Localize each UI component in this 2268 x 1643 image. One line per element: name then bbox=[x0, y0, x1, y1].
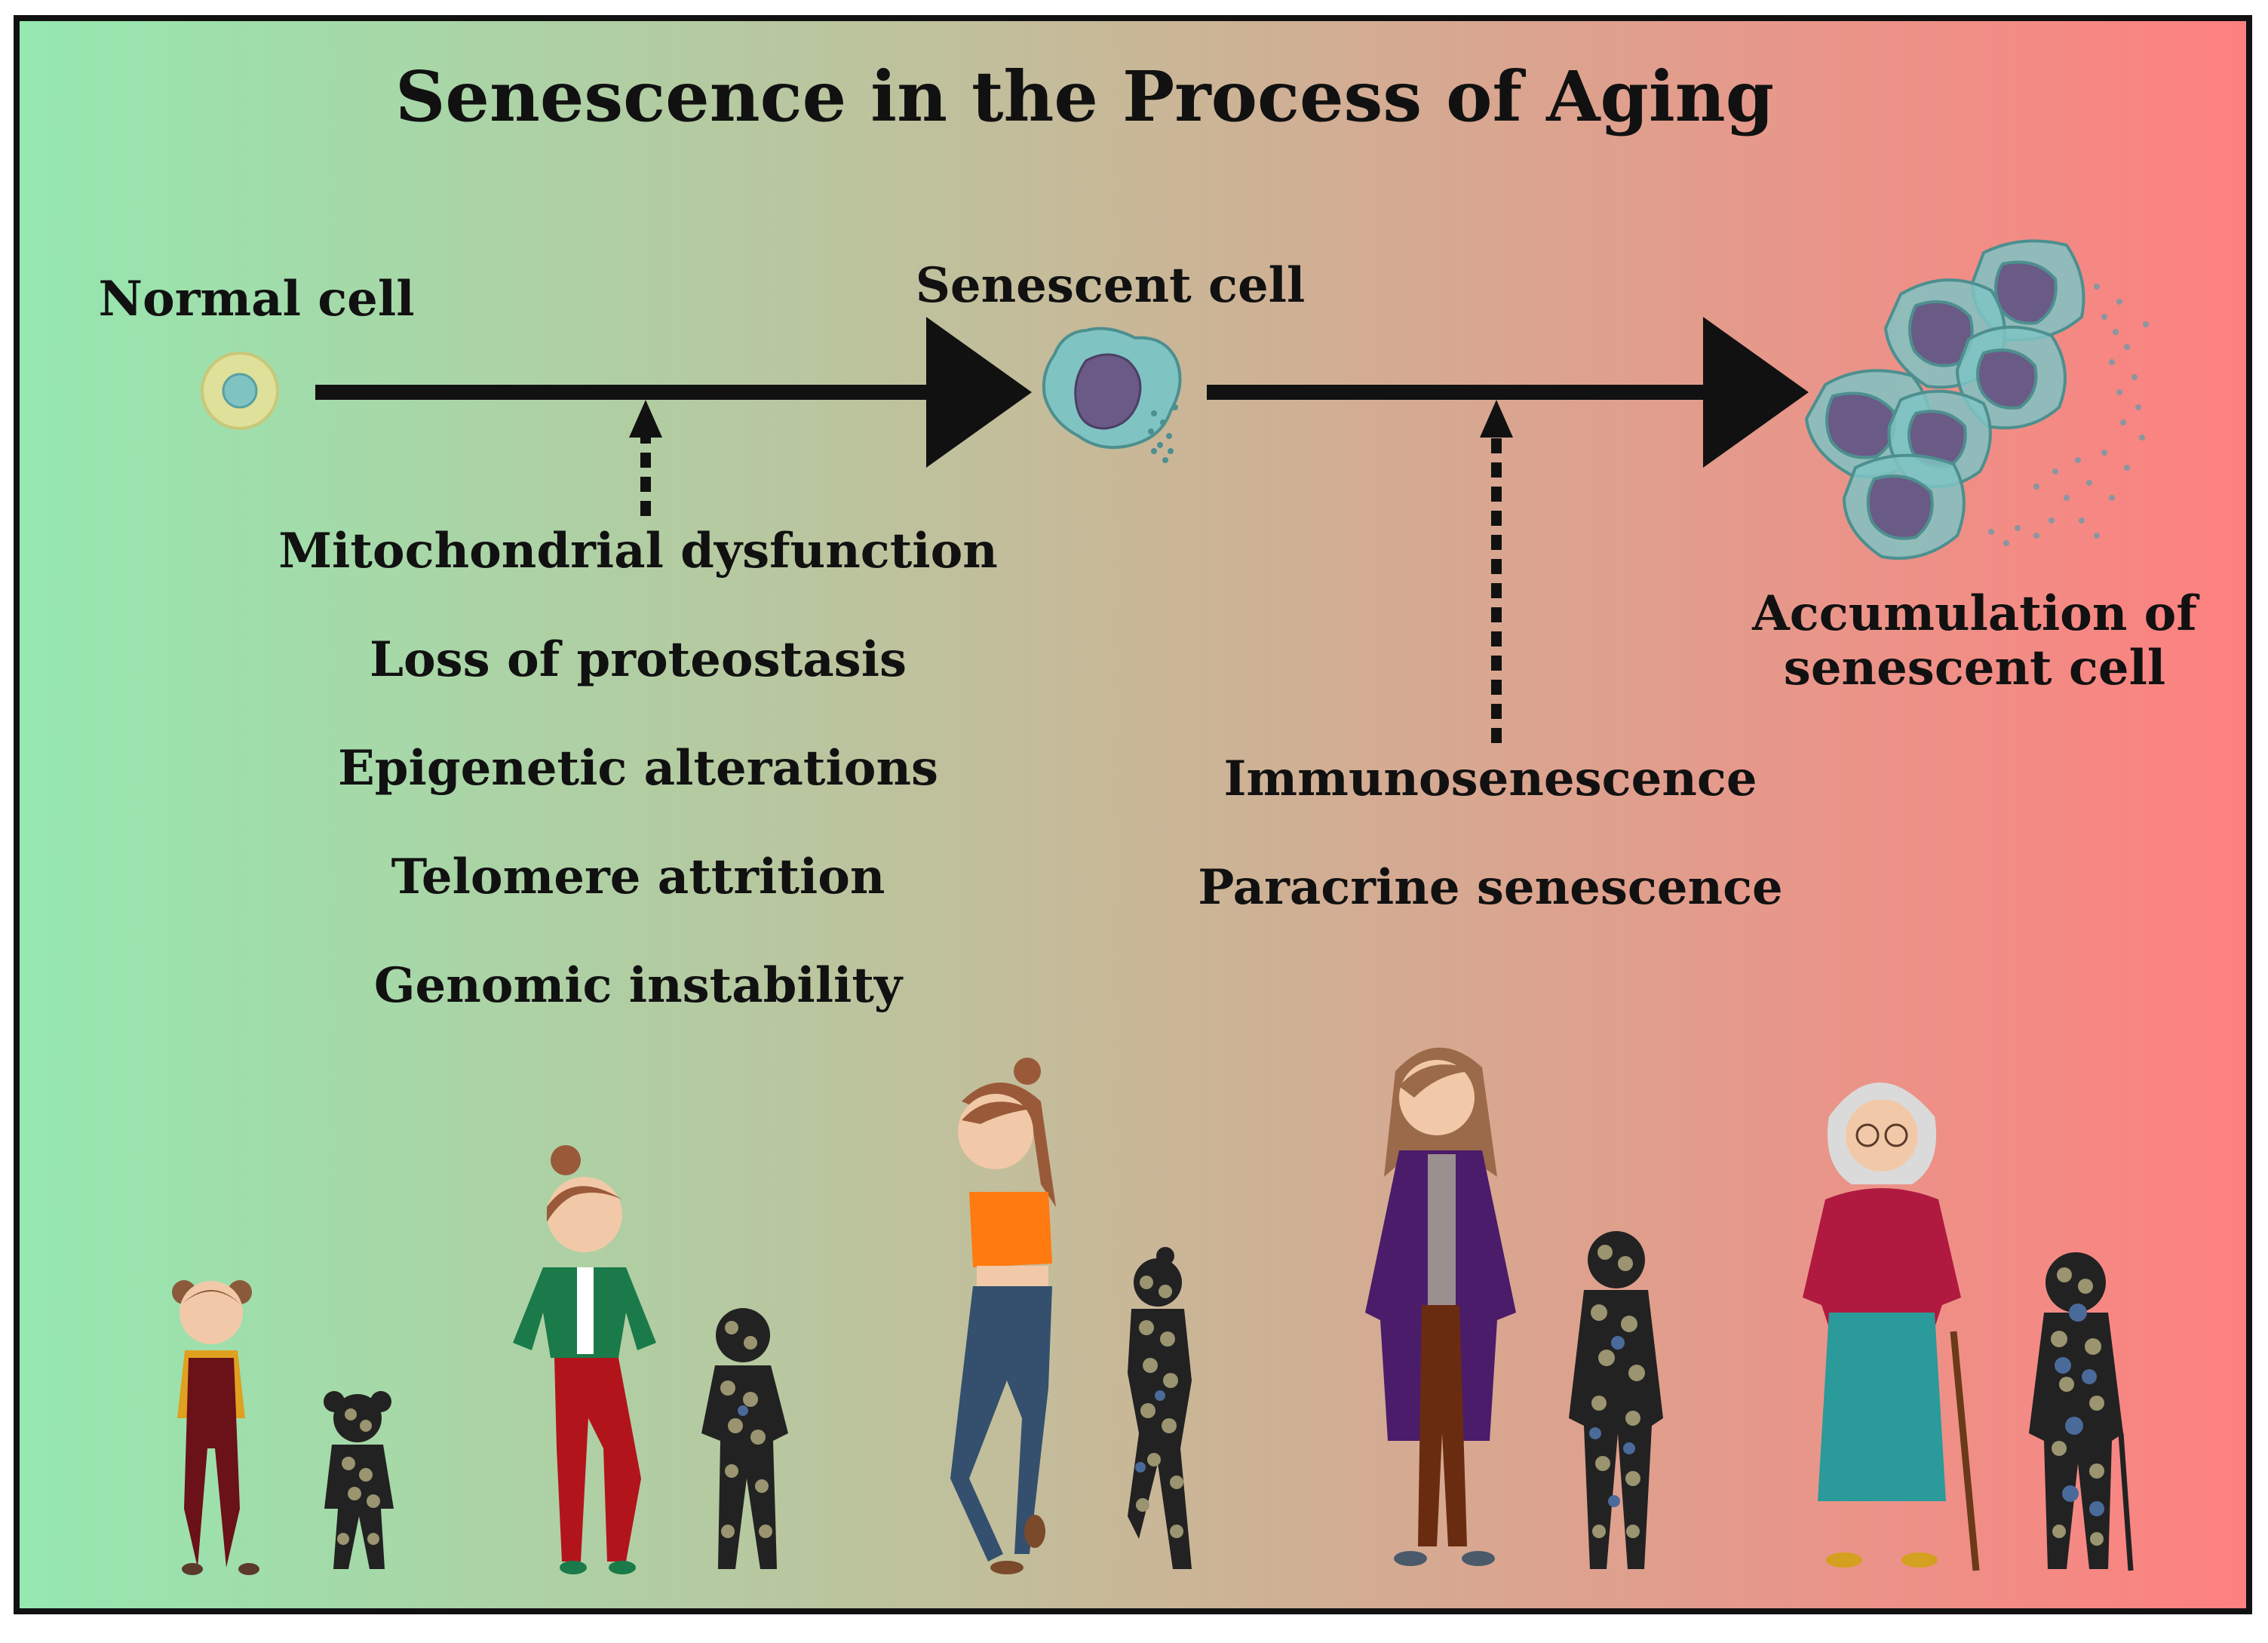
factor-paracrine-senescence: Paracrine senescence bbox=[1198, 859, 1783, 916]
senescent-cell-label: Senescent cell bbox=[916, 257, 1306, 314]
extrinsic-factor-arrow bbox=[1480, 400, 1513, 743]
factor-genomic-instability: Genomic instability bbox=[374, 957, 904, 1014]
senescent-cell-icon bbox=[1042, 327, 1182, 463]
diagram-title: Senescence in the Process of Aging bbox=[395, 56, 1774, 137]
intrinsic-factor-arrow bbox=[629, 400, 662, 516]
accumulation-label-line2: senescent cell bbox=[1784, 640, 2165, 696]
child-cell-silhouette-icon bbox=[701, 1308, 788, 1569]
toddler-cell-silhouette-icon bbox=[324, 1391, 394, 1569]
factor-loss-of-proteostasis: Loss of proteostasis bbox=[370, 631, 907, 688]
factor-telomere-attrition: Telomere attrition bbox=[391, 849, 885, 905]
senescent-cell-cluster-icon bbox=[1804, 239, 2149, 560]
toddler-girl-icon bbox=[172, 1280, 259, 1575]
intrinsic-factor-list: Mitochondrial dysfunction Loss of proteo… bbox=[278, 523, 998, 1014]
adult-woman-icon bbox=[1365, 1047, 1516, 1566]
accumulation-label-line1: Accumulation of bbox=[1751, 585, 2199, 642]
factor-immunosenescence: Immunosenescence bbox=[1223, 751, 1757, 807]
factor-epigenetic-alterations: Epigenetic alterations bbox=[338, 740, 938, 797]
normal-cell-icon bbox=[201, 352, 279, 430]
normal-cell-label: Normal cell bbox=[99, 271, 415, 327]
teen-girl-icon bbox=[950, 1058, 1056, 1574]
adult-cell-silhouette-icon bbox=[1569, 1231, 1663, 1569]
child-girl-icon bbox=[513, 1145, 656, 1574]
teen-cell-silhouette-icon bbox=[1128, 1247, 1192, 1569]
elderly-woman-icon bbox=[1803, 1083, 1980, 1571]
extrinsic-factor-list: Immunosenescence Paracrine senescence bbox=[1198, 751, 1783, 916]
factor-mitochondrial-dysfunction: Mitochondrial dysfunction bbox=[278, 523, 998, 579]
elderly-cell-silhouette-icon bbox=[2029, 1252, 2134, 1571]
